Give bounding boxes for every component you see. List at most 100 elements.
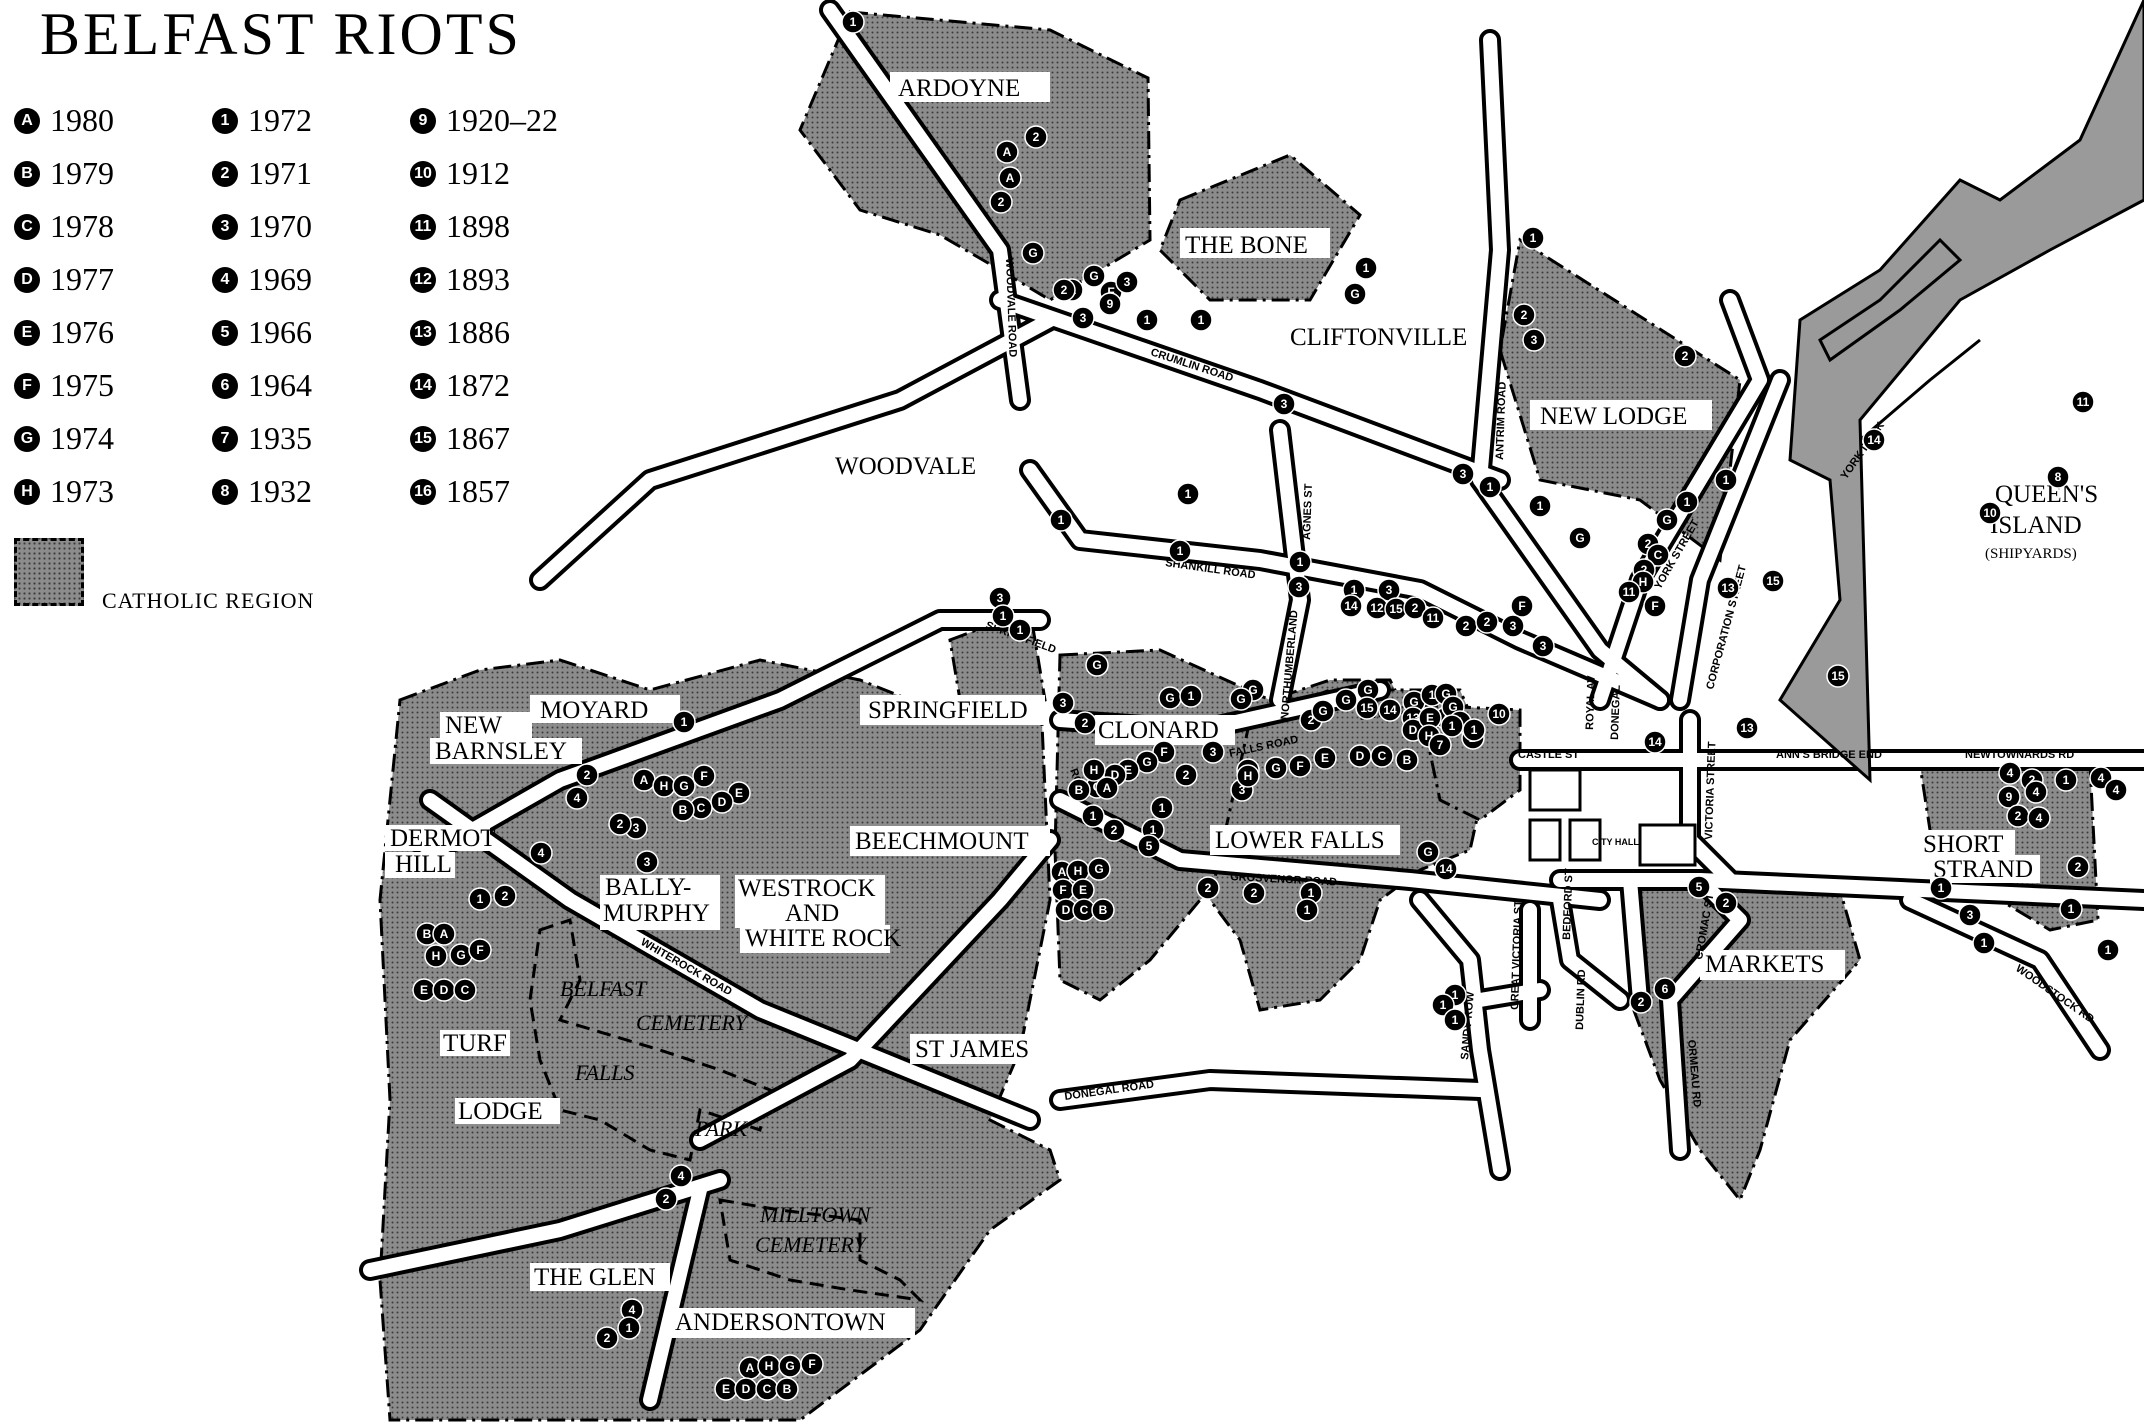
riot-marker-label: F [1651, 599, 1658, 613]
riot-marker-circle [1087, 857, 1111, 881]
riot-marker-circle [1334, 688, 1358, 712]
riot-marker-label: G [1662, 513, 1671, 527]
label-shipyards: (SHIPYARDS) [1985, 546, 2077, 562]
riot-marker-label: F [1107, 285, 1114, 299]
road-castle-st: CASTLE ST [1518, 749, 1579, 761]
riot-marker-circle [1229, 687, 1253, 711]
riot-marker-circle [1826, 664, 1850, 688]
riot-marker-label: 4 [2033, 785, 2040, 799]
label-bally: BALLY- [605, 874, 691, 901]
riot-marker-circle [2027, 806, 2051, 830]
riot-marker-label: 3 [1124, 275, 1131, 289]
riot-marker-label: D [1409, 723, 1418, 737]
riot-marker-label: 1 [1363, 261, 1370, 275]
riot-marker-circle [1082, 264, 1106, 288]
riot-marker-label: 1 [1150, 823, 1157, 837]
riot-marker-circle [1272, 392, 1296, 416]
riot-marker-circle [995, 140, 1019, 164]
riot-marker-label: B [1099, 903, 1108, 917]
legend-year: 1898 [446, 208, 510, 244]
label-moyard: MOYARD [540, 697, 648, 724]
riot-marker-label: H [1639, 575, 1648, 589]
label-falls-park-2: PARK [694, 1116, 748, 1141]
riot-marker-label: D [718, 795, 727, 809]
riot-marker-circle [998, 166, 1022, 190]
riot-marker-circle [1339, 594, 1363, 618]
riot-marker-label: G [679, 779, 688, 793]
riot-marker-label: 1 [1351, 583, 1358, 597]
riot-marker-circle [1512, 303, 1536, 327]
riot-marker-circle [1179, 684, 1203, 708]
legend-badge: 13 [410, 319, 436, 346]
riot-marker-label: F [1518, 599, 1525, 613]
riot-marker-label: 1 [1308, 886, 1315, 900]
riot-marker-circle [1735, 716, 1759, 740]
riot-marker-label: 4 [629, 1303, 636, 1317]
riot-marker-circle [1568, 526, 1592, 550]
road-victoria-street: VICTORIA STREET [1703, 741, 1718, 840]
label-dermot: DERMOT [390, 825, 496, 852]
riot-marker-label: 1 [477, 892, 484, 906]
riot-marker-label: C [697, 801, 706, 815]
riot-marker-circle [1288, 754, 1312, 778]
riot-marker-label: G [1318, 704, 1327, 718]
riot-marker-label: 2 [604, 1331, 611, 1345]
legend-badge: G [14, 425, 40, 452]
riot-marker-label: 14 [1439, 862, 1453, 876]
harbour [1778, 0, 2144, 784]
riot-marker-label: G [1271, 761, 1280, 775]
label-new-lodge: NEW LODGE [1540, 403, 1687, 430]
legend-badge: H [14, 478, 40, 505]
riot-marker-circle [1370, 744, 1394, 768]
riot-marker-circle [1137, 834, 1161, 858]
riot-marker-label: 2 [584, 768, 591, 782]
riot-marker-label: 5 [1146, 839, 1153, 853]
riot-marker-label: 10 [1492, 707, 1506, 721]
road-antrim: ANTRIM ROAD [1494, 381, 1509, 460]
legend-year: 1976 [50, 314, 114, 350]
riot-marker-label: G [1363, 683, 1372, 697]
legend-year: 1977 [50, 261, 114, 297]
riot-marker-circle [1196, 876, 1220, 900]
riot-marker-circle [1929, 876, 1953, 900]
riot-marker-label: C [1080, 903, 1089, 917]
riot-marker-circle [991, 604, 1015, 628]
riot-marker-label: 2 [1183, 768, 1190, 782]
riot-marker-label: E [420, 983, 428, 997]
label-the-bone: THE BONE [1185, 232, 1308, 259]
legend-badge: 11 [410, 213, 436, 240]
riot-marker-label: B [1075, 783, 1084, 797]
riot-marker-label: 2 [2029, 773, 2036, 787]
riot-marker-circle [1189, 308, 1213, 332]
riot-marker-label: 4 [538, 846, 545, 860]
riot-marker-circle [1021, 241, 1045, 265]
label-springfield: SPRINGFIELD [868, 697, 1028, 724]
riot-marker-label: G [1341, 693, 1350, 707]
riot-marker-label: 2 [1111, 823, 1118, 837]
riot-marker-label: H [765, 1359, 774, 1373]
label-westrock: WESTROCK [738, 875, 876, 902]
riot-marker-label: 3 [997, 591, 1004, 605]
legend-year: 1893 [446, 261, 510, 297]
riot-marker-circle [2054, 768, 2078, 792]
label-the-glen: THE GLEN [534, 1264, 656, 1291]
legend-badge: 12 [410, 266, 436, 293]
riot-marker-label: B [423, 927, 432, 941]
riot-marker-circle [1643, 594, 1667, 618]
region-labels: ARDOYNE THE BONE CLIFTONVILLE NEW LODGE … [385, 72, 2098, 1338]
riot-marker-label: 3 [1531, 333, 1538, 347]
legend-year: 1980 [50, 102, 114, 138]
riot-marker-circle [1478, 475, 1502, 499]
riot-marker-circle [1653, 977, 1677, 1001]
riot-marker-circle [1714, 891, 1738, 915]
riot-marker-label: 3 [1296, 580, 1303, 594]
label-woodvale: WOODVALE [835, 453, 976, 480]
